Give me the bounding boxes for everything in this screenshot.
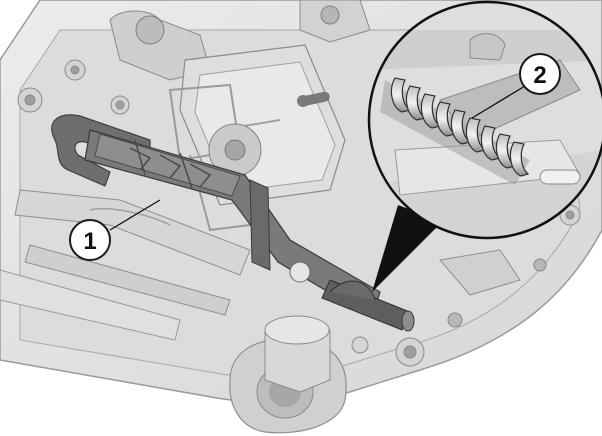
- slide-bar-part: [51, 114, 415, 332]
- callout-1: 1: [69, 199, 161, 261]
- callout-2: 2: [519, 53, 561, 95]
- magnifier-circle: [367, 0, 602, 240]
- callout-1-label: 1: [83, 228, 96, 255]
- callout-2-circle: [519, 53, 561, 95]
- callout-1-leader: [109, 199, 161, 231]
- callout-1-circle: [69, 219, 111, 261]
- magnifier-pointer: [372, 205, 442, 292]
- spring-part: [380, 77, 530, 185]
- callout-2-label: 2: [533, 62, 546, 89]
